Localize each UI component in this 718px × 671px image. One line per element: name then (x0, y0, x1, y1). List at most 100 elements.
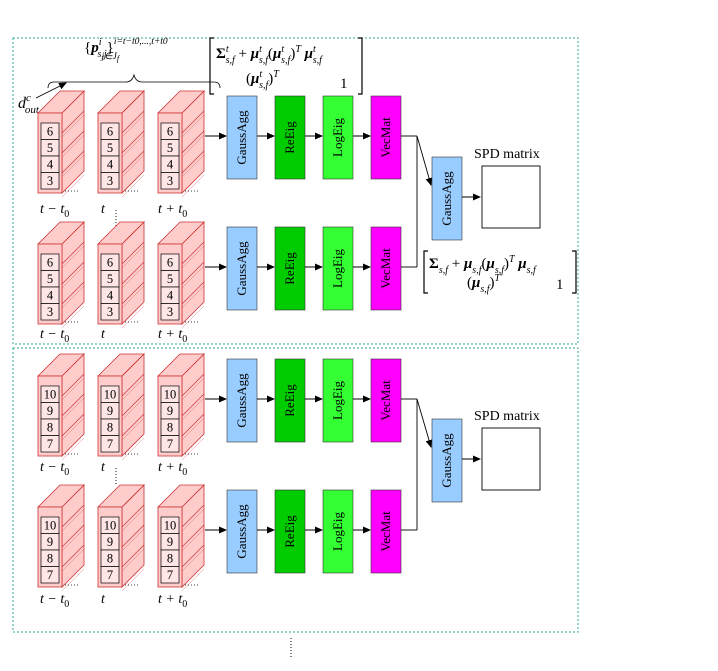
vecmat-block-label: VecMat (378, 117, 393, 158)
logeig-block-label: LogEig (330, 512, 345, 551)
stack-layer (160, 172, 180, 190)
stack-layer-number: 5 (47, 141, 53, 155)
vecmat-block: VecMat (370, 489, 402, 574)
stack-layer-number: 6 (107, 256, 113, 270)
stack-layer-number: 4 (107, 289, 114, 303)
stack-layer (40, 566, 60, 584)
stack-layer-number: 4 (167, 158, 174, 172)
stack-layer (40, 435, 60, 453)
section-frame-top (12, 37, 579, 345)
stack-layer-number: 8 (107, 421, 113, 435)
stack-layer-number: 5 (167, 272, 173, 286)
stack-layer-number: 5 (107, 141, 113, 155)
stack-layer-number: 9 (107, 404, 113, 418)
reeig-block: ReEig (274, 95, 306, 180)
stack-layer (100, 172, 120, 190)
stack-layer-number: 6 (107, 125, 113, 139)
svg-text:1: 1 (340, 76, 348, 92)
stack-layer-number: 4 (167, 289, 174, 303)
stack-layer (100, 303, 120, 321)
final-gaussagg-block: GaussAgg (431, 418, 463, 503)
reeig-block-label: ReEig (282, 515, 297, 548)
vecmat-block: VecMat (370, 95, 402, 180)
logeig-block: LogEig (322, 226, 354, 311)
stack-layer (160, 303, 180, 321)
logeig-block-label: LogEig (330, 249, 345, 288)
stack-layer-number: 8 (47, 552, 53, 566)
stack-layer-number: 7 (167, 568, 173, 582)
stack-layer-number: 10 (104, 388, 117, 402)
time-label: t − t0 (40, 327, 69, 345)
stack-layer-number: 6 (47, 256, 53, 270)
svg-text:Σts,f + μts,f(μts,f)T μts,f: Σts,f + μts,f(μts,f)T μts,f (216, 44, 323, 66)
stack-layer-number: 4 (47, 158, 54, 172)
time-label: t + t0 (158, 592, 187, 610)
stack-layer-number: 9 (47, 535, 53, 549)
gaussagg-block-label: GaussAgg (234, 373, 249, 428)
vecmat-block-label: VecMat (378, 380, 393, 421)
stack-layer (40, 172, 60, 190)
stack-layer (160, 435, 180, 453)
time-label: t + t0 (158, 327, 187, 345)
flow-arrow (416, 398, 433, 448)
final-gaussagg-block-label: GaussAgg (439, 171, 454, 226)
gaussagg-block: GaussAgg (226, 358, 258, 443)
gaussagg-block-label: GaussAgg (234, 241, 249, 296)
stack-layer-number: 10 (164, 519, 177, 533)
final-gaussagg-block-label: GaussAgg (439, 433, 454, 488)
gaussagg-block: GaussAgg (226, 226, 258, 311)
reeig-block-label: ReEig (282, 252, 297, 285)
time-label: t − t0 (40, 592, 69, 610)
vecmat-block: VecMat (370, 358, 402, 443)
stack-layer-number: 7 (167, 437, 173, 451)
time-label: t − t0 (40, 460, 69, 478)
time-label: t (101, 460, 106, 475)
reeig-block-label: ReEig (282, 121, 297, 154)
time-label: t (101, 327, 106, 342)
logeig-block-label: LogEig (330, 118, 345, 157)
reeig-block: ReEig (274, 358, 306, 443)
stack-layer-number: 9 (167, 404, 173, 418)
svg-text:(μts,f)T: (μts,f)T (246, 69, 280, 91)
stack-layer-number: 10 (44, 519, 57, 533)
svg-text:{pis,j}i=t−t0,...,t+t0j∈Jf: {pis,j}i=t−t0,...,t+t0j∈Jf (84, 37, 168, 63)
logeig-block-label: LogEig (330, 381, 345, 420)
stack-layer-number: 3 (107, 305, 113, 319)
vecmat-block: VecMat (370, 226, 402, 311)
stack-layer-number: 8 (167, 421, 173, 435)
final-gaussagg-block: GaussAgg (431, 156, 463, 241)
stack-layer-number: 3 (167, 174, 173, 188)
stack-layer-number: 9 (167, 535, 173, 549)
vecmat-block-label: VecMat (378, 248, 393, 289)
gaussagg-block: GaussAgg (226, 95, 258, 180)
stack-layer-number: 10 (164, 388, 177, 402)
stack-layer (100, 566, 120, 584)
spd-matrix-box (481, 165, 541, 229)
stack-layer-number: 5 (167, 141, 173, 155)
stack-layer-number: 9 (47, 404, 53, 418)
spd-matrix-label: SPD matrix (474, 147, 540, 162)
stack-layer-number: 8 (167, 552, 173, 566)
time-label: t (101, 202, 106, 217)
stack-layer-number: 7 (107, 568, 113, 582)
reeig-block-label: ReEig (282, 384, 297, 417)
svg-text:(μs,f)T: (μs,f)T (467, 273, 502, 295)
stack-layer-number: 10 (104, 519, 117, 533)
stack-layer-number: 5 (47, 272, 53, 286)
spd-matrix-box (481, 427, 541, 491)
stack-layer-number: 7 (47, 437, 53, 451)
